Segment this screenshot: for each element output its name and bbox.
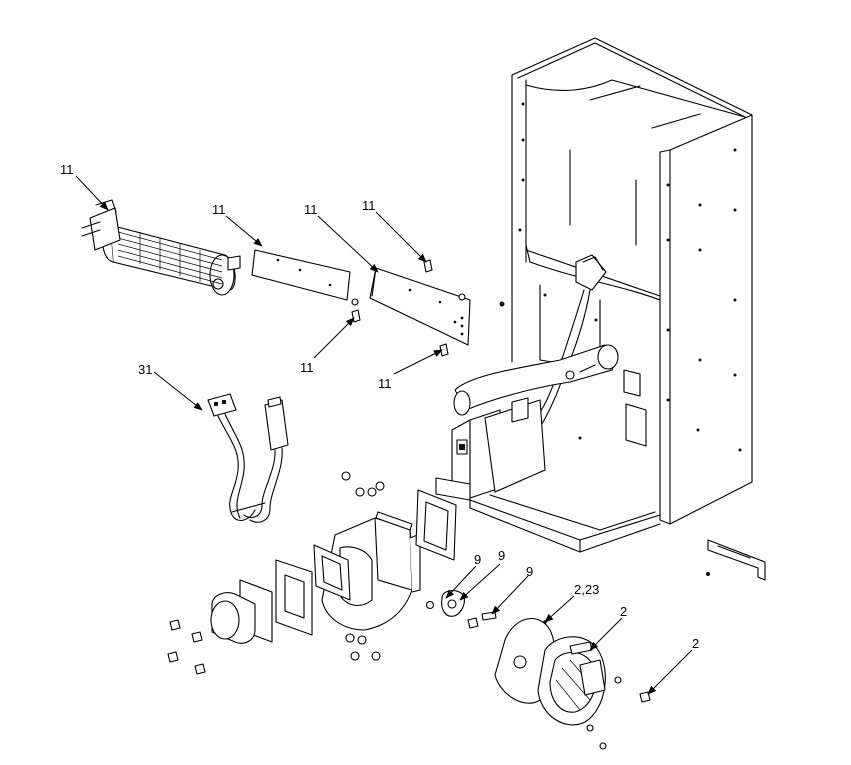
blower-fan-assembly bbox=[81, 199, 241, 296]
control-box bbox=[435, 397, 546, 501]
burner-tube bbox=[453, 344, 619, 416]
blower-housing bbox=[313, 471, 421, 661]
combustion-blower bbox=[537, 636, 622, 750]
floor-bracket bbox=[706, 539, 766, 581]
callout-blower-fan: 11 bbox=[60, 162, 74, 177]
callout-screw-right: 2 bbox=[692, 636, 699, 651]
gasket-small bbox=[275, 559, 313, 636]
loose-screws-left bbox=[167, 619, 206, 675]
pressure-switch-parts bbox=[425, 589, 497, 629]
callout-screw-top: 11 bbox=[362, 198, 376, 213]
mounting-bracket-right bbox=[369, 267, 471, 346]
callout-gasket-plate: 2,23 bbox=[574, 582, 599, 597]
callout-screw-lower-right: 11 bbox=[378, 376, 392, 391]
callout-part-9-b: 9 bbox=[498, 548, 505, 563]
callout-bracket-right: 11 bbox=[304, 202, 318, 217]
gasket-flange-square bbox=[415, 489, 457, 561]
leader-lines bbox=[75, 175, 693, 695]
callout-part-9-a: 9 bbox=[474, 552, 481, 567]
round-adapter bbox=[210, 579, 273, 644]
callout-wire-harness: 31 bbox=[138, 362, 152, 377]
callout-bracket-left: 11 bbox=[212, 202, 226, 217]
mounting-bracket-left bbox=[251, 249, 351, 301]
wire-harness bbox=[207, 393, 289, 523]
callout-screw-lower-left: 11 bbox=[300, 360, 314, 375]
callout-part-9-c: 9 bbox=[526, 564, 533, 579]
callout-combustion-blower: 2 bbox=[620, 604, 627, 619]
